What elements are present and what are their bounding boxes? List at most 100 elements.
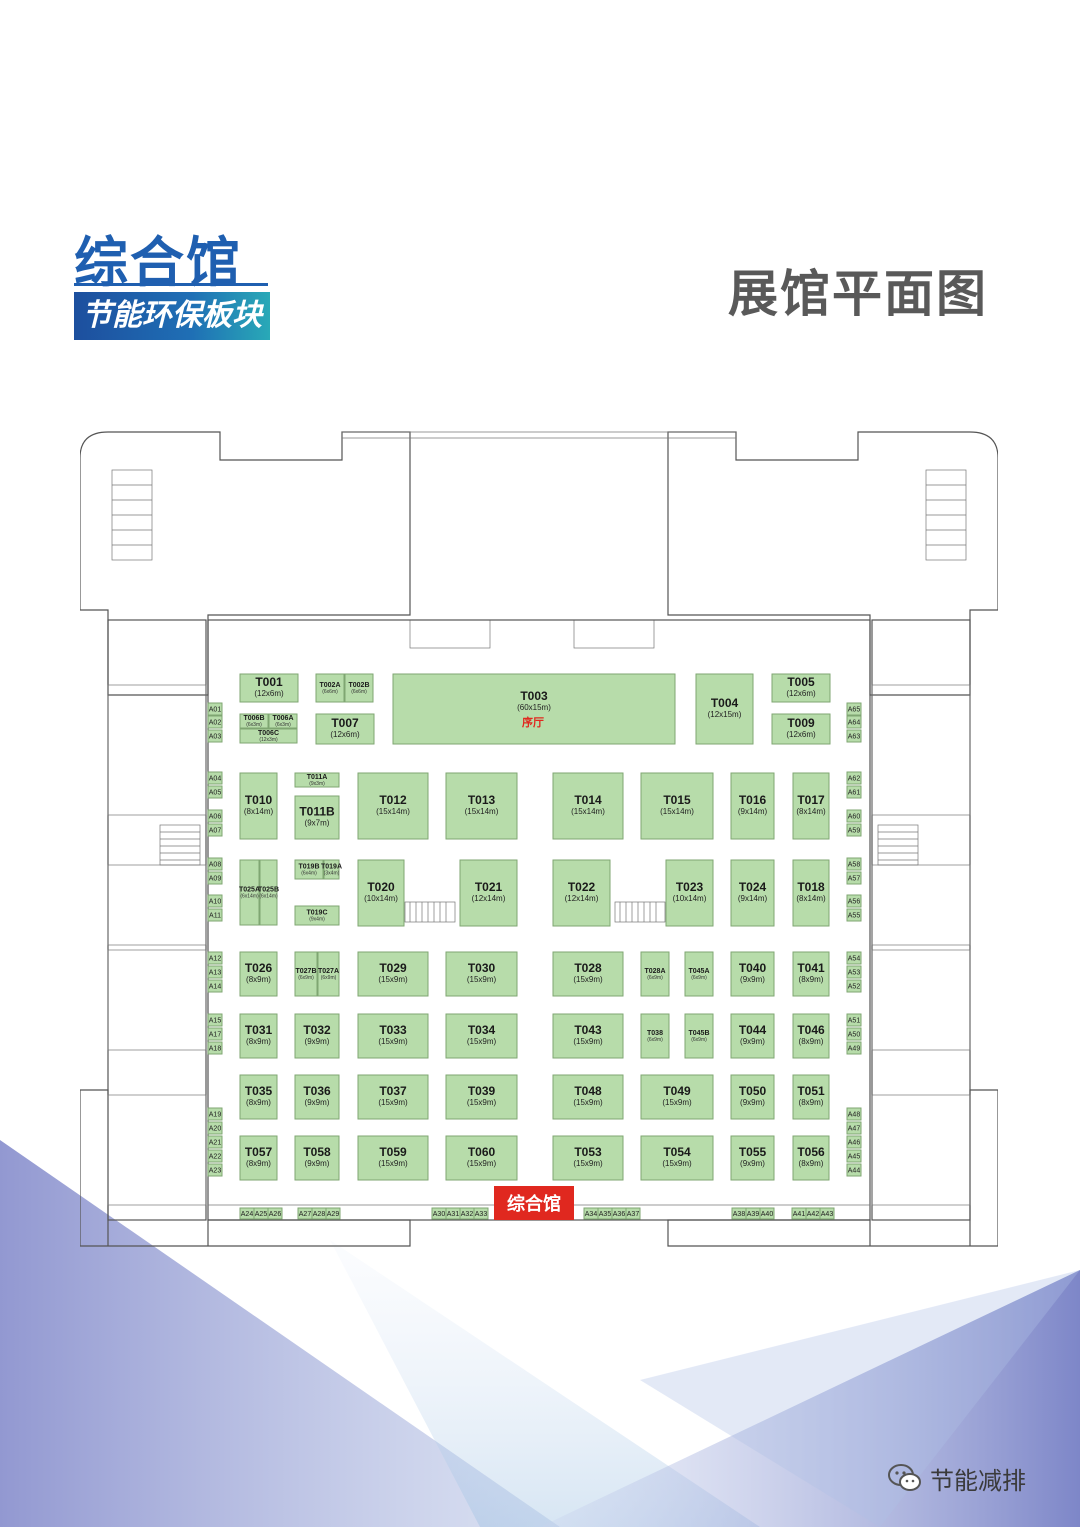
- booth-size: (12x15m): [708, 710, 742, 719]
- stall-rect: [325, 1207, 341, 1220]
- booth-t041: T041(8x9m): [792, 951, 830, 997]
- stall-a43: A43: [819, 1207, 835, 1220]
- stall-label: A32: [461, 1211, 474, 1218]
- stall-a34: A34: [583, 1207, 599, 1220]
- stall-label: A65: [848, 707, 861, 714]
- booth-size: (8x14m): [796, 894, 826, 903]
- booth-id: T018: [797, 880, 825, 894]
- booth-id: T014: [574, 793, 602, 807]
- booth-size: (12x6m): [330, 730, 360, 739]
- booth-id: T034: [468, 1023, 496, 1037]
- booth-id: T006B: [243, 715, 264, 722]
- booth-t059: T059(15x9m): [357, 1135, 429, 1181]
- booth-rect: [239, 951, 278, 997]
- booth-id: T009: [787, 716, 815, 730]
- booth-rect: [730, 951, 775, 997]
- booth-t025a: T025A(6x14m): [239, 859, 260, 926]
- booth-t050: T050(9x9m): [730, 1074, 775, 1120]
- booth-rect: [357, 772, 429, 840]
- booth-rect: [552, 1074, 624, 1120]
- booth-id: T006C: [258, 730, 279, 737]
- stall-rect: [846, 702, 862, 716]
- booth-t054: T054(15x9m): [640, 1135, 714, 1181]
- stall-a53: A53: [846, 965, 862, 979]
- stall-label: A42: [807, 1211, 820, 1218]
- stall-a63: A63: [846, 729, 862, 743]
- sector-badge: 节能环保板块: [74, 292, 270, 340]
- stall-a27: A27: [297, 1207, 313, 1220]
- stall-label: A50: [848, 1032, 861, 1039]
- booth-id: T054: [663, 1145, 691, 1159]
- booth-rect: [315, 713, 375, 745]
- stall-rect: [207, 1041, 223, 1055]
- stall-a36: A36: [611, 1207, 627, 1220]
- booth-rect: [730, 772, 775, 840]
- booth-t046: T046(8x9m): [792, 1013, 830, 1059]
- stall-label: A56: [848, 899, 861, 906]
- booth-t006c: T006C(12x3m): [239, 728, 298, 744]
- stall-a18: A18: [207, 1041, 223, 1055]
- booth-t060: T060(15x9m): [445, 1135, 518, 1181]
- stall-a37: A37: [625, 1207, 641, 1220]
- booth-t035: T035(8x9m): [239, 1074, 278, 1120]
- stall-rect: [207, 823, 223, 837]
- booth-id: T002B: [348, 682, 369, 689]
- booth-size: (8x9m): [246, 1037, 271, 1046]
- stall-a30: A30: [431, 1207, 447, 1220]
- booth-t027a: T027A(6x9m): [317, 951, 340, 997]
- booth-rect: [552, 772, 624, 840]
- booth-size: (8x14m): [244, 807, 274, 816]
- stall-a56: A56: [846, 894, 862, 908]
- booth-rect: [268, 713, 298, 729]
- stall-label: A14: [209, 984, 222, 991]
- stall-label: A11: [209, 913, 221, 920]
- stall-a02: A02: [207, 715, 223, 729]
- stall-label: A12: [209, 956, 222, 963]
- stall-rect: [207, 1013, 223, 1027]
- booth-rect: [315, 673, 345, 703]
- booth-rect: [445, 1074, 518, 1120]
- booth-size: (15x9m): [573, 1159, 603, 1168]
- stall-rect: [846, 1149, 862, 1163]
- booth-rect: [294, 1135, 340, 1181]
- stall-rect: [207, 729, 223, 743]
- watermark: 节能减排: [888, 1458, 1026, 1498]
- booth-size: (10x14m): [673, 894, 707, 903]
- stall-label: A05: [209, 790, 222, 797]
- booth-rect: [459, 859, 518, 927]
- booth-t032: T032(9x9m): [294, 1013, 340, 1059]
- stall-rect: [846, 857, 862, 871]
- booth-size: (9x9m): [740, 1037, 765, 1046]
- stall-rect: [846, 1163, 862, 1177]
- booth-id: T035: [245, 1084, 273, 1098]
- booth-t045b: T045B(6x9m): [684, 1013, 714, 1059]
- stall-label: A24: [241, 1211, 254, 1218]
- booth-t005: T005(12x6m): [771, 673, 831, 703]
- stall-a21: A21: [207, 1135, 223, 1149]
- stall-rect: [207, 785, 223, 799]
- stall-rect: [846, 965, 862, 979]
- booth-id: T028: [574, 961, 602, 975]
- booth-size: (12x6m): [786, 730, 816, 739]
- booth-id: T002A: [319, 682, 340, 689]
- booth-size: (6x9m): [691, 975, 707, 981]
- booth-t015: T015(15x14m): [640, 772, 714, 840]
- booth-rect: [294, 951, 318, 997]
- stall-a06: A06: [207, 809, 223, 823]
- stall-label: A02: [209, 720, 222, 727]
- booth-size: (15x9m): [378, 1037, 408, 1046]
- stall-rect: [207, 965, 223, 979]
- stall-a61: A61: [846, 785, 862, 799]
- hall-label: 综合馆: [507, 1193, 561, 1215]
- stall-label: A22: [209, 1154, 222, 1161]
- stall-label: A57: [848, 876, 861, 883]
- stall-a49: A49: [846, 1041, 862, 1055]
- stall-label: A18: [209, 1046, 222, 1053]
- stall-a46: A46: [846, 1135, 862, 1149]
- stall-label: A35: [599, 1211, 612, 1218]
- booth-size: (15x9m): [662, 1098, 692, 1107]
- booth-id: T044: [739, 1023, 767, 1037]
- booth-id: T039: [468, 1084, 496, 1098]
- stall-label: A34: [585, 1211, 598, 1218]
- booth-size: (60x15m): [517, 703, 551, 712]
